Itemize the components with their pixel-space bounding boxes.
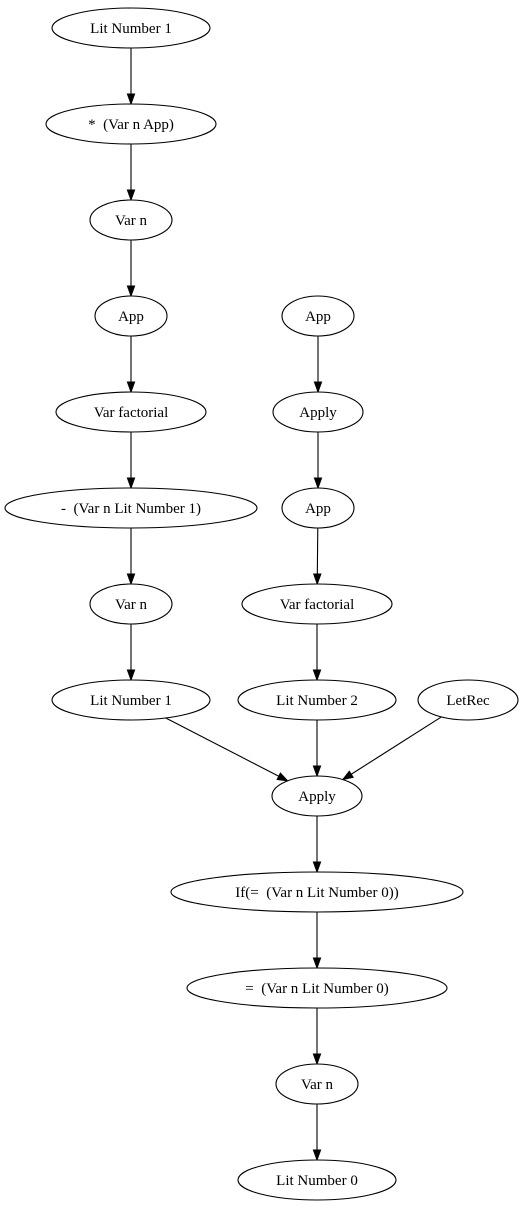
node-var_n_3: Var n — [275, 1063, 359, 1105]
node-ellipse — [170, 871, 464, 913]
node-label: App — [305, 501, 331, 517]
node-label: = (Var n Lit Number 0) — [245, 981, 388, 997]
node-ellipse — [51, 7, 211, 49]
node-label: Lit Number 0 — [276, 1173, 358, 1189]
node-var_fact_right: Var factorial — [241, 583, 393, 625]
node-ellipse — [45, 103, 217, 145]
edge-minus-to-var_n_2 — [126, 528, 136, 586]
edge-var_fact_right-to-lit2 — [312, 624, 322, 682]
edge-var_fact_left-to-minus — [126, 432, 136, 490]
edge-mul-to-var_n_1 — [126, 144, 136, 202]
node-label: If(= (Var n Lit Number 0)) — [235, 885, 398, 901]
node-lit0: Lit Number 0 — [237, 1159, 397, 1201]
node-ellipse — [237, 679, 397, 721]
node-label: Var n — [115, 597, 148, 613]
edge-var_n_3-to-lit0 — [312, 1104, 322, 1162]
node-label: App — [305, 309, 331, 325]
arrowhead-icon — [276, 772, 289, 782]
node-minus: - (Var n Lit Number 1) — [4, 487, 258, 529]
arrowhead-icon — [312, 1149, 322, 1162]
node-lit2: Lit Number 2 — [237, 679, 397, 721]
arrowhead-icon — [126, 573, 136, 586]
node-ellipse — [4, 487, 258, 529]
edge-var_n_1-to-app_left — [126, 240, 136, 298]
node-apply_right: Apply — [272, 391, 364, 433]
arrowhead-icon — [126, 285, 136, 298]
node-ellipse — [89, 199, 173, 241]
edge-line — [350, 716, 442, 775]
node-label: Var factorial — [94, 405, 169, 421]
edge-apply_main-to-if — [312, 816, 322, 874]
arrowhead-icon — [341, 770, 354, 781]
node-label: - (Var n Lit Number 1) — [61, 501, 201, 517]
node-ellipse — [272, 391, 364, 433]
arrowhead-icon — [126, 189, 136, 202]
node-app_right_mid: App — [281, 487, 355, 529]
arrowhead-icon — [126, 477, 136, 490]
node-ellipse — [94, 295, 168, 337]
node-label: Lit Number 2 — [276, 693, 358, 709]
edges-layer — [126, 48, 442, 1162]
edge-app_left-to-var_fact_left — [126, 336, 136, 394]
edge-var_n_2-to-lit1_bottom — [126, 624, 136, 682]
edge-app_right_top-to-apply_right — [313, 336, 323, 394]
node-label: * (Var n App) — [88, 117, 174, 133]
arrowhead-icon — [312, 765, 322, 778]
node-ellipse — [275, 1063, 359, 1105]
node-app_right_top: App — [281, 295, 355, 337]
arrowhead-icon — [313, 573, 322, 586]
node-var_n_1: Var n — [89, 199, 173, 241]
node-label: Lit Number 1 — [90, 21, 172, 37]
node-ellipse — [51, 679, 211, 721]
arrowhead-icon — [126, 93, 136, 106]
node-ellipse — [89, 583, 173, 625]
arrowhead-icon — [312, 669, 322, 682]
node-lit1_bottom: Lit Number 1 — [51, 679, 211, 721]
node-ellipse — [237, 1159, 397, 1201]
edge-if-to-eq — [312, 912, 322, 970]
node-ellipse — [271, 775, 363, 817]
arrowhead-icon — [312, 957, 322, 970]
node-label: App — [118, 309, 144, 325]
node-if: If(= (Var n Lit Number 0)) — [170, 871, 464, 913]
arrowhead-icon — [313, 477, 323, 490]
arrowhead-icon — [126, 669, 136, 682]
edge-lit1_top-to-mul — [126, 48, 136, 106]
node-ellipse — [281, 487, 355, 529]
node-label: Apply — [298, 789, 336, 805]
node-letrec: LetRec — [417, 679, 519, 721]
node-eq: = (Var n Lit Number 0) — [186, 967, 448, 1009]
node-ellipse — [417, 679, 519, 721]
edge-lit1_bottom-to-apply_main — [165, 717, 289, 782]
node-label: Var factorial — [280, 597, 355, 613]
node-ellipse — [241, 583, 393, 625]
node-label: LetRec — [446, 693, 490, 709]
arrowhead-icon — [312, 861, 322, 874]
node-label: Var n — [115, 213, 148, 229]
node-ellipse — [186, 967, 448, 1009]
node-label: Lit Number 1 — [90, 693, 172, 709]
edge-letrec-to-apply_main — [341, 716, 442, 781]
arrowhead-icon — [312, 1053, 322, 1066]
edge-apply_right-to-app_right_mid — [313, 432, 323, 490]
node-app_left: App — [94, 295, 168, 337]
edge-line — [165, 717, 280, 777]
arrowhead-icon — [126, 381, 136, 394]
edge-lit2-to-apply_main — [312, 720, 322, 778]
edge-app_right_mid-to-var_fact_right — [313, 527, 322, 586]
node-mul: * (Var n App) — [45, 103, 217, 145]
node-var_fact_left: Var factorial — [55, 391, 207, 433]
edge-eq-to-var_n_3 — [312, 1008, 322, 1066]
node-ellipse — [55, 391, 207, 433]
arrowhead-icon — [313, 381, 323, 394]
node-label: Apply — [299, 405, 337, 421]
node-apply_main: Apply — [271, 775, 363, 817]
node-ellipse — [281, 295, 355, 337]
node-lit1_top: Lit Number 1 — [51, 7, 211, 49]
node-label: Var n — [301, 1077, 334, 1093]
node-var_n_2: Var n — [89, 583, 173, 625]
